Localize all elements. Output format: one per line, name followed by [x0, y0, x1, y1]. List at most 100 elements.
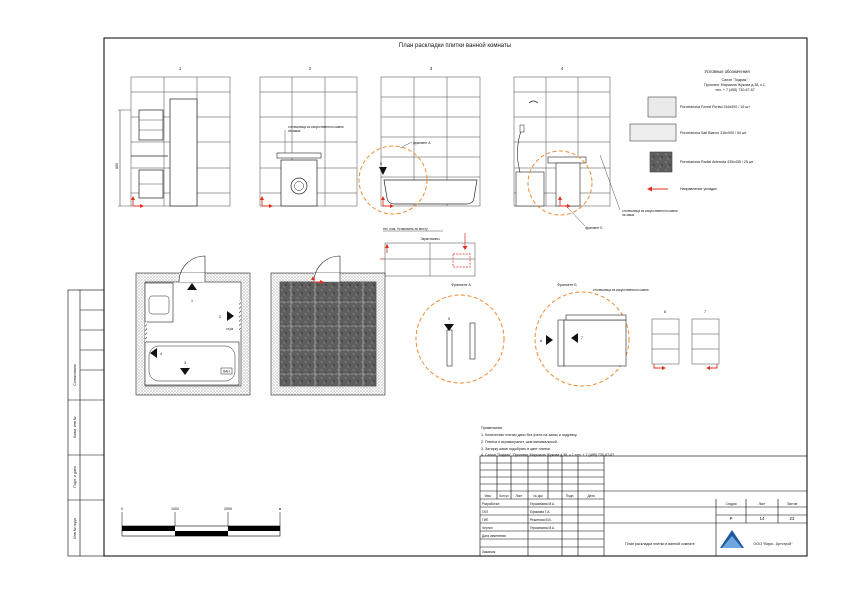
tb-role-0: Разработал	[482, 502, 499, 506]
notes-line-2: 2. Плитка и керамогранит, шов минимальны…	[481, 440, 558, 444]
stamp-label-replace: Взам. инв.№	[73, 416, 77, 437]
elevation-1: 800	[115, 76, 231, 208]
elevation-1-mirror	[138, 109, 164, 141]
floor-plan-walls: ВАН ст.ра 1 2 3 4	[135, 255, 251, 396]
bathtub-elevation	[383, 179, 478, 205]
tb-header-2: Лист	[516, 494, 523, 498]
view-number-2: 2	[309, 66, 312, 71]
view3-fragment-label: фрагмент А	[413, 141, 431, 145]
tb-drawing-name: План раскладки плитки в ванной комнате	[625, 542, 694, 546]
tb-name-0: Герасимова М.А.	[530, 502, 555, 506]
plan-marker-2	[227, 311, 234, 321]
plan-marker-4	[150, 348, 157, 358]
svg-text:6: 6	[664, 310, 666, 314]
tb-header-5: Дата	[587, 494, 594, 498]
side-stamp	[67, 289, 105, 557]
sheet-title: План раскладки плитки ванной комнаты	[399, 42, 511, 49]
view2-note-line2: на заказ	[288, 129, 301, 133]
legend-salon-line1: Салон "Зодиак",	[721, 78, 748, 82]
height-dimension: 800	[115, 163, 119, 169]
legend-direction-label: Направление укладки	[680, 187, 717, 191]
plan-bath-text: ВАН	[223, 370, 230, 374]
stamp-label-inv: Инв.№ подл.	[73, 517, 77, 538]
stamp-label-agreed: Согласовано	[73, 364, 77, 386]
fragment-a: Фрагмент А 5	[415, 283, 505, 384]
legend-swatch-forest	[647, 96, 677, 118]
elevation-1-door	[169, 98, 198, 207]
direction-arrow	[132, 200, 140, 207]
scale-unit: м	[279, 507, 282, 511]
tb-sheets-label: Листов	[787, 502, 798, 506]
legend: Условные обозначения Салон "Зодиак", Про…	[629, 69, 766, 192]
scale-label-0: 0	[121, 507, 123, 511]
tb-sheet: 14	[760, 516, 765, 521]
tb-header-4: Подп.	[566, 494, 575, 498]
svg-text:7: 7	[704, 310, 706, 314]
legend-item-3: Porcelanosa Radial Antracita 435x435 / 2…	[680, 160, 754, 164]
fragment-b-marker-7: 7	[581, 336, 583, 340]
bath-screen-label: Экран ванны	[420, 237, 440, 241]
tb-role-3: Чертил	[482, 526, 493, 530]
tb-header-3: № док	[533, 494, 543, 498]
legend-title: Условные обозначения	[704, 69, 749, 74]
tb-name-1: Ефимова Т.А.	[530, 510, 550, 514]
svg-text:1: 1	[191, 299, 193, 303]
floor-tile-plan	[270, 255, 386, 396]
view3-marker-5: 5	[380, 162, 382, 166]
scale-label-1000: 1000	[171, 507, 179, 511]
view-number-4: 4	[561, 66, 564, 71]
fragment-a-callout	[358, 145, 428, 215]
legend-salon-line3: тел. + 7 (495) 730-67-67	[715, 88, 754, 92]
notes: Примечания: 1. Количество плитки дано бе…	[481, 426, 614, 457]
view4-fragment-label: фрагмент Б	[585, 226, 603, 230]
scale-bar: 0 1000 2000 м	[121, 507, 282, 537]
svg-text:4: 4	[160, 352, 162, 356]
view2-note-line1: столешница из искусственного камня	[288, 125, 344, 129]
notes-line-1: 1. Количество плитки дано без учета на з…	[481, 433, 577, 437]
legend-item-1: Porcelanosa Forest Perlad 316x592 / 15 ш…	[680, 105, 750, 109]
fragment-b-marker-6: 6	[540, 339, 542, 343]
notes-line-3: 3. Затирку швов подобрать в цвет плитки.	[481, 447, 551, 451]
fragment-b-title: Фрагмент Б	[557, 283, 577, 287]
tb-header-1: Кол.уч	[499, 494, 509, 498]
view-number-3: 3	[430, 66, 433, 71]
tb-sheet-label: Лист	[759, 502, 766, 506]
scale-label-2000: 2000	[224, 507, 232, 511]
plan-door-text: ст.ра	[226, 327, 233, 331]
fragment-a-marker-5: 5	[448, 317, 450, 321]
tb-sheets: 23	[790, 516, 795, 521]
notes-title: Примечания:	[481, 426, 503, 430]
tb-role-5: Заказчик	[482, 550, 496, 554]
tb-role-2: ГИП	[482, 518, 489, 522]
bath-screen-elevation: тех. пом. Установить по месту Экран ванн…	[380, 227, 476, 277]
fragment-b-note: столешница из искусственного камня	[593, 288, 649, 292]
title-block-grid	[479, 455, 808, 557]
view4-note-line1: столешница из искусственного камня	[622, 209, 678, 213]
tb-role-1: ГАП	[482, 510, 489, 514]
tb-name-2: Решетова В.В.	[530, 518, 552, 522]
notes-line-4: 4. Салон "Зодиак", Проспект Маршала Жуко…	[481, 453, 614, 457]
tb-name-3: Герасимова М.А.	[530, 526, 555, 530]
tb-role-4: Дата изменения	[482, 534, 506, 538]
door-swing	[178, 255, 206, 283]
legend-item-2: Porcelanosa Safi Blanco 316x900 / 54 шт	[680, 131, 747, 135]
legend-salon-line2: Проспект Маршала Жукова д.38, к.1,	[704, 83, 766, 87]
view4-note-line2: на заказ	[622, 213, 635, 217]
tb-header-0: Изм.	[485, 494, 492, 498]
tb-stage-label: Стадия	[726, 502, 737, 506]
tb-company: ООО "Вира - Артстрой"	[754, 542, 794, 546]
plan-marker-3	[180, 368, 190, 375]
elevation-2: столешница из искусственного камня на за…	[259, 76, 358, 208]
plan-marker-1	[187, 283, 197, 290]
tb-stage: Р	[730, 516, 733, 521]
fragment-b-callout	[527, 150, 593, 216]
side-elevations: 6 7	[651, 310, 720, 370]
view-number-1: 1	[179, 66, 182, 71]
stamp-label-sign: Подп. и дата	[73, 466, 77, 487]
elevation-3: фрагмент А 5	[358, 76, 481, 215]
fragment-b: Фрагмент Б столешница из искусственного …	[534, 283, 649, 387]
svg-text:3: 3	[184, 361, 186, 365]
elevation-4: столешница из искусственного камня на за…	[513, 76, 678, 230]
